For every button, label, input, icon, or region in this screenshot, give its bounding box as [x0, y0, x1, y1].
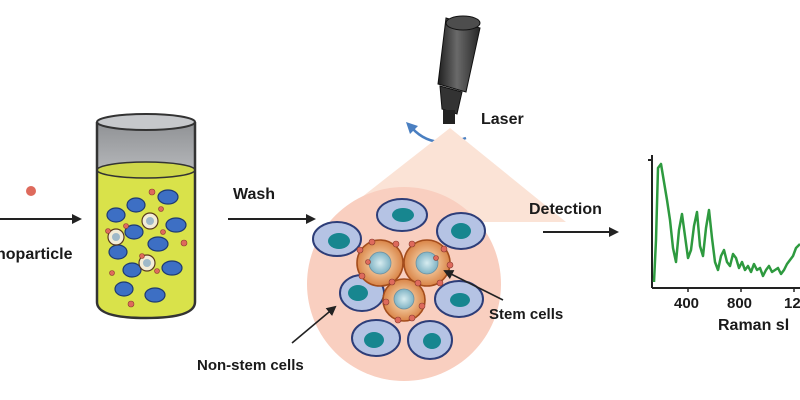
tube-stem-cells [107, 212, 159, 272]
spectrum-trace [652, 162, 800, 283]
nanoparticle-dot [26, 186, 36, 196]
stem-cells-label: Stem cells [489, 306, 563, 323]
wash-label: Wash [233, 186, 275, 203]
detection-label: Detection [529, 201, 602, 218]
non-stem-pointer [291, 305, 337, 344]
spectrum-tick-3: 12 [784, 295, 800, 312]
spectrum-x-label: Raman sl [718, 317, 789, 334]
nanoparticle-label: noparticle [0, 246, 73, 263]
spectrum-tick-1: 400 [674, 295, 699, 312]
tube-cells [106, 189, 187, 303]
laser-device [437, 15, 481, 124]
laser-label: Laser [481, 111, 524, 128]
stem-cells-pointer [443, 270, 504, 301]
tube-nanoparticles [105, 188, 188, 308]
test-tube [95, 113, 197, 320]
spectrum-tick-2: 800 [727, 295, 752, 312]
laser-rotation-arrowhead [406, 122, 418, 134]
spectrum-plot: 400 800 12 Raman sl [648, 155, 800, 334]
non-stem-nuclei [328, 208, 471, 349]
non-stem-cells-label: Non-stem cells [197, 357, 304, 374]
stem-nuclei [368, 251, 439, 310]
bound-nanoparticles [356, 238, 454, 324]
